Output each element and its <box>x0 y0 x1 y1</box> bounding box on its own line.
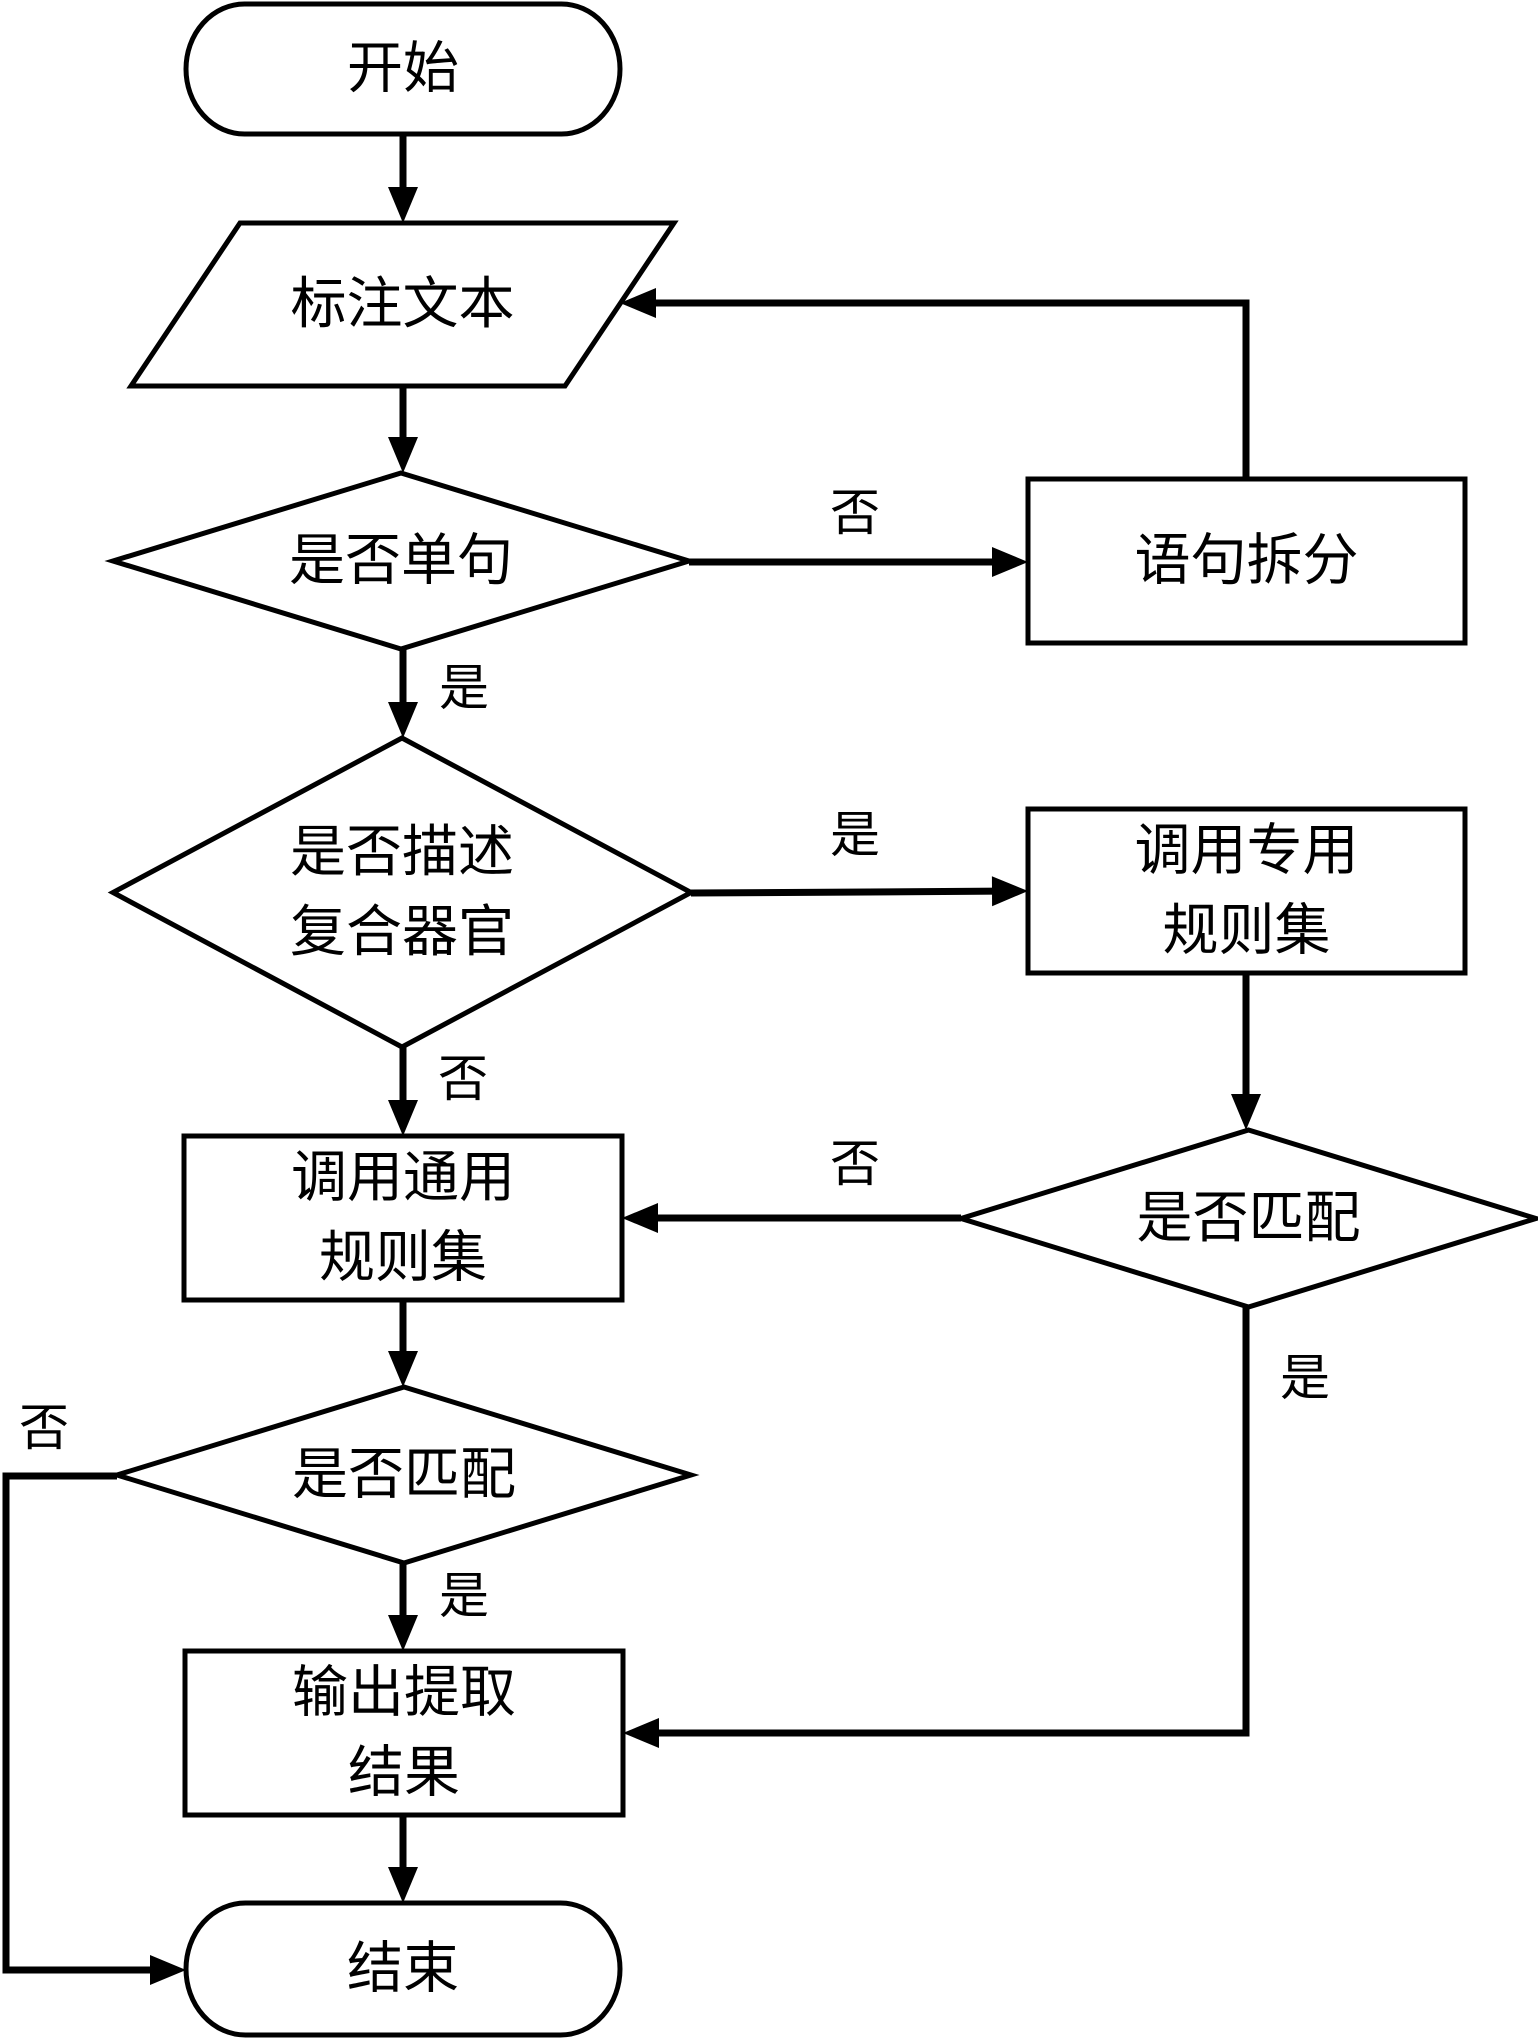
edge-is-single-sentence-to-sentence-split <box>689 547 1028 577</box>
decision-diamond-shape <box>107 735 697 1050</box>
node-label: 是否单句 <box>289 529 513 594</box>
decision-diamond-shape <box>952 1127 1538 1310</box>
edge-label: 否 <box>830 484 880 542</box>
node-label: 规则集 <box>1163 899 1331 964</box>
node-label: 语句拆分 <box>1135 529 1359 594</box>
arrowhead-icon <box>388 437 418 473</box>
node-annotate-text: 标注文本 <box>126 220 679 389</box>
process-box-shape <box>1025 476 1468 646</box>
edges-layer <box>2 134 1261 1985</box>
edge-use-general-rules-to-general-match <box>388 1300 418 1387</box>
edge-general-match-to-output-result <box>388 1563 418 1651</box>
node-label: 规则集 <box>319 1226 487 1291</box>
edge-label: 是 <box>439 1567 489 1625</box>
node-end: 结束 <box>183 1900 623 2038</box>
arrowhead-icon <box>992 547 1028 577</box>
process-box-shape <box>1025 806 1468 976</box>
node-label: 结束 <box>347 1937 459 2002</box>
node-label: 是否匹配 <box>1137 1186 1361 1251</box>
edge-start-to-annotate-text <box>388 134 418 223</box>
arrowhead-icon <box>388 1615 418 1651</box>
node-start: 开始 <box>183 1 623 137</box>
node-label: 结果 <box>348 1741 460 1806</box>
arrowhead-icon <box>623 1718 659 1748</box>
io-parallelogram-shape <box>126 220 679 389</box>
edge-output-result-to-end <box>388 1815 418 1903</box>
node-is-single-sentence: 是否单句 <box>104 470 698 652</box>
edge-describes-compound-organ-to-use-special-rules <box>690 876 1028 907</box>
node-label: 调用专用 <box>1135 819 1359 884</box>
arrowhead-icon <box>622 1203 658 1233</box>
arrowhead-icon <box>1231 1094 1261 1130</box>
edge-label: 是 <box>439 659 489 717</box>
arrowhead-icon <box>991 876 1028 907</box>
edge-describes-compound-organ-to-use-general-rules <box>388 1047 418 1136</box>
arrowhead-icon <box>150 1955 186 1985</box>
node-sentence-split: 语句拆分 <box>1025 476 1468 646</box>
node-label: 调用通用 <box>291 1146 515 1211</box>
node-special-match: 是否匹配 <box>952 1127 1538 1310</box>
arrowhead-icon <box>620 288 656 318</box>
node-label: 是否描述 <box>290 820 514 885</box>
edge-special-match-to-use-general-rules <box>622 1203 961 1233</box>
terminator-shape <box>183 1 623 137</box>
connector-line <box>650 299 1250 479</box>
arrowhead-icon <box>388 1351 418 1387</box>
node-label: 标注文本 <box>291 272 515 337</box>
connector-line <box>653 1307 1250 1737</box>
edge-label: 是 <box>830 806 880 864</box>
process-box-shape <box>181 1133 625 1303</box>
process-box-shape <box>182 1648 626 1818</box>
nodes-layer: 开始标注文本是否单句语句拆分是否描述复合器官调用专用规则集调用通用规则集是否匹配… <box>104 1 1538 2038</box>
arrowhead-icon <box>388 702 418 738</box>
connector-line <box>2 1472 156 1974</box>
decision-diamond-shape <box>108 1384 700 1566</box>
edge-use-special-rules-to-special-match <box>1231 973 1261 1130</box>
node-general-match: 是否匹配 <box>108 1384 700 1566</box>
edge-label: 否 <box>830 1135 880 1193</box>
edge-sentence-split-to-annotate-text <box>620 288 1250 479</box>
terminator-shape <box>183 1900 623 2038</box>
connector-line <box>690 887 999 897</box>
edge-label: 是 <box>1280 1349 1330 1407</box>
arrowhead-icon <box>388 1867 418 1903</box>
edge-annotate-text-to-is-single-sentence <box>388 386 418 473</box>
edge-general-match-to-end <box>2 1472 186 1985</box>
node-label: 是否匹配 <box>292 1443 516 1508</box>
node-label: 复合器官 <box>290 900 514 965</box>
edge-is-single-sentence-to-describes-compound-organ <box>388 649 418 738</box>
edge-label: 否 <box>438 1050 488 1108</box>
node-label: 开始 <box>347 37 459 102</box>
node-label: 输出提取 <box>292 1661 516 1726</box>
edge-label: 否 <box>19 1399 69 1457</box>
decision-diamond-shape <box>104 470 698 652</box>
arrowhead-icon <box>388 187 418 223</box>
edge-special-match-to-output-result <box>623 1307 1250 1748</box>
arrowhead-icon <box>388 1100 418 1136</box>
